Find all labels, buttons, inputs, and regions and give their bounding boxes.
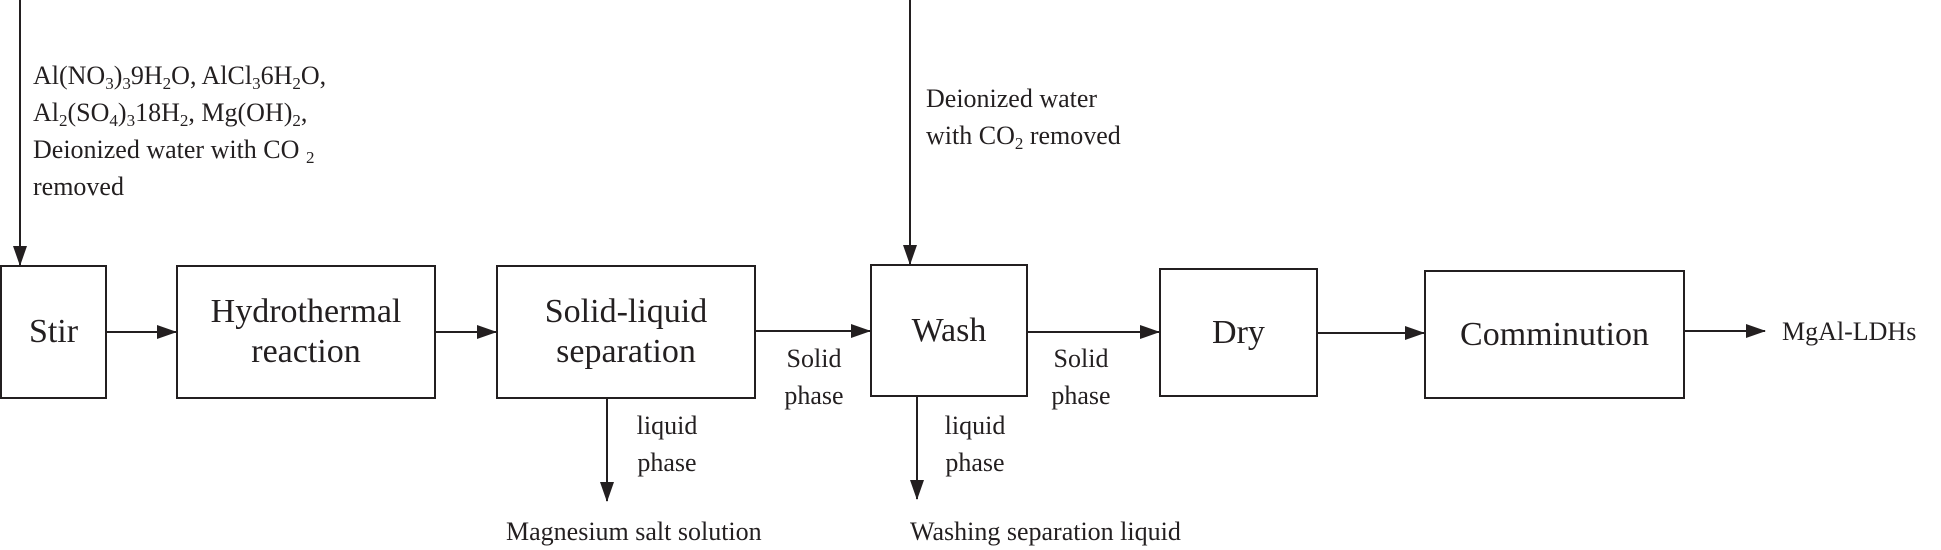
hydrothermal-label-line1: Hydrothermal	[210, 293, 402, 330]
reagents-line1: Al(NO3)39H2O, AlCl36H2O,	[33, 61, 327, 93]
comminution-label: Comminution	[1460, 315, 1649, 353]
solid-phase-label-1: Solid phase	[784, 344, 844, 410]
wash-water-line1: Deionized water	[926, 84, 1098, 113]
stir-box: Stir	[0, 265, 107, 399]
liquid-phase-label-2: liquid phase	[944, 411, 1006, 477]
product-label: MgAl-LDHs	[1782, 317, 1917, 346]
reagents-line3: Deionized water with CO 2	[33, 135, 315, 167]
wash-water-label: Deionized water with CO2 removed	[926, 80, 1121, 154]
wash-label: Wash	[911, 311, 987, 349]
hydrothermal-reaction-box: Hydrothermal reaction	[176, 265, 436, 399]
separation-label-line1: Solid-liquid	[544, 293, 708, 330]
solid-liquid-separation-box: Solid-liquid separation	[496, 265, 756, 399]
reagents-label: Al(NO3)39H2O, AlCl36H2O, Al2(SO4)318H2, …	[33, 57, 326, 205]
liquid-phase-label-1: liquid phase	[636, 411, 698, 477]
separation-label-line2: separation	[556, 333, 696, 370]
dry-box: Dry	[1159, 268, 1318, 397]
hydrothermal-label-line2: reaction	[251, 333, 361, 370]
washing-separation-liquid-label: Washing separation liquid	[910, 517, 1181, 546]
magnesium-salt-solution-label: Magnesium salt solution	[506, 517, 762, 546]
stir-label: Stir	[28, 313, 79, 350]
comminution-box: Comminution	[1424, 270, 1685, 399]
wash-box: Wash	[870, 264, 1028, 397]
reagents-line2: Al2(SO4)318H2, Mg(OH)2,	[33, 98, 308, 130]
reagents-line4: removed	[33, 172, 124, 201]
wash-water-line2: with CO2 removed	[926, 121, 1121, 153]
dry-label: Dry	[1212, 313, 1265, 351]
solid-phase-label-2: Solid phase	[1051, 344, 1111, 410]
